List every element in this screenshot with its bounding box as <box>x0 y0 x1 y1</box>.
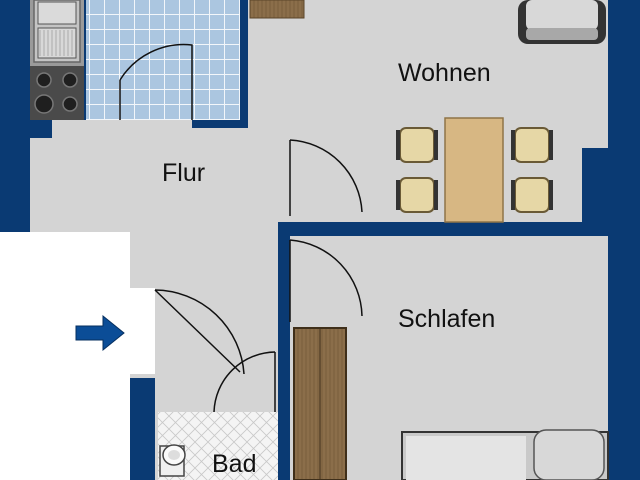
bed-icon <box>401 429 609 480</box>
entrance-arrow-icon <box>75 314 125 352</box>
entrance-door <box>154 289 245 375</box>
cabinet <box>249 0 305 19</box>
dining-chairs <box>396 127 553 213</box>
sink-icon <box>33 0 81 63</box>
stove-icon <box>30 66 84 120</box>
room-label-bad: Bad <box>212 450 257 478</box>
chair-icon <box>396 127 438 163</box>
bedroom-door <box>289 239 363 322</box>
kitchen-door <box>119 43 193 120</box>
room-label-wohnen: Wohnen <box>398 59 491 87</box>
chair-icon <box>511 177 553 213</box>
chair-icon <box>396 177 438 213</box>
armchair-icon <box>518 0 606 44</box>
living-room-door <box>289 139 363 216</box>
bathroom-door <box>213 351 276 413</box>
entrance-opening <box>130 288 155 374</box>
kitchen-floor <box>86 0 240 120</box>
dining-table-icon <box>444 117 504 223</box>
room-label-schlafen: Schlafen <box>398 305 496 333</box>
room-label-flur: Flur <box>162 159 206 187</box>
wardrobe-icon <box>293 327 347 480</box>
kitchen-counter <box>30 0 84 120</box>
toilet-icon <box>159 444 186 477</box>
chair-icon <box>511 127 553 163</box>
